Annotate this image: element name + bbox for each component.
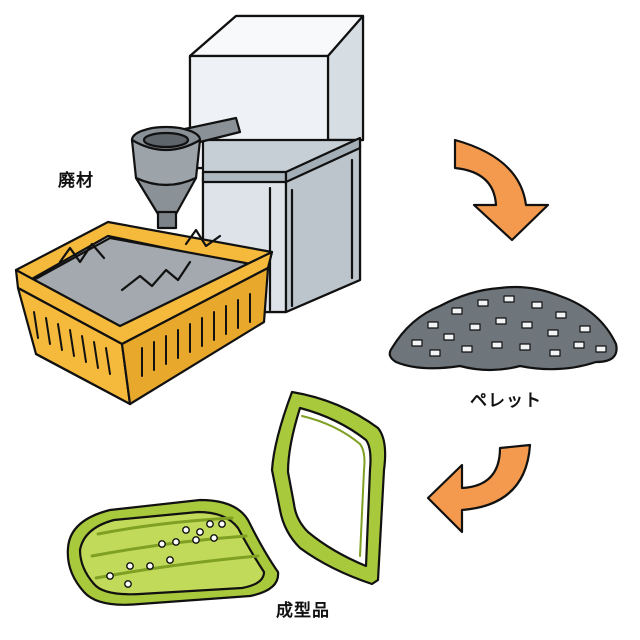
molded-product-label: 成型品 xyxy=(276,601,330,621)
molded-tray xyxy=(66,498,280,606)
machine-hopper xyxy=(130,116,242,230)
flow-arrow-2 xyxy=(426,443,532,534)
waste-crate xyxy=(14,220,274,406)
pellet-pile xyxy=(388,285,618,372)
waste-label: 廃材 xyxy=(58,171,94,191)
flow-arrow-1 xyxy=(453,138,550,242)
pellet-label: ペレット xyxy=(470,391,542,411)
molded-frame xyxy=(270,390,387,586)
